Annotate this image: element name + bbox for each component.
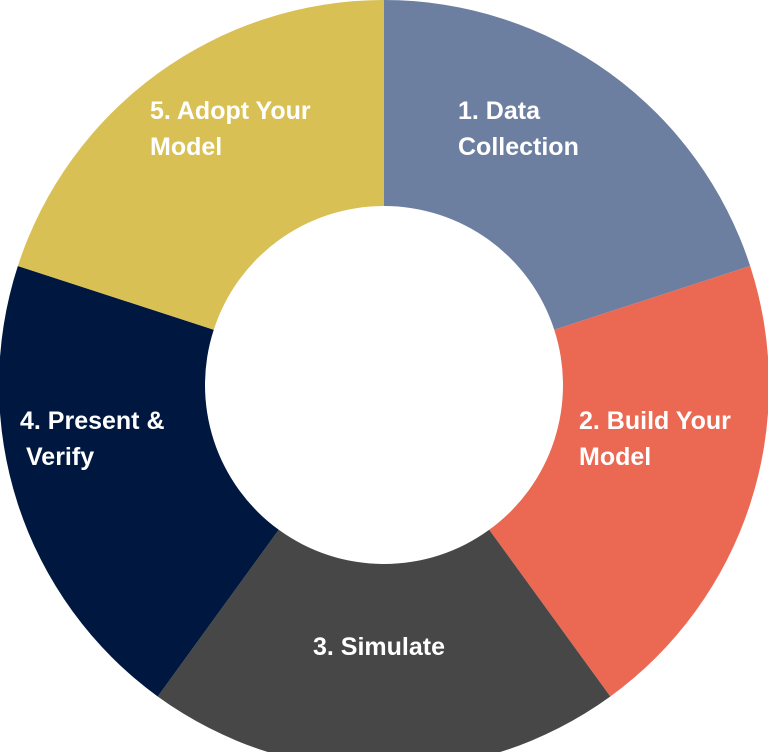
label-present-verify: 4. Present & Verify <box>20 403 165 475</box>
label-line-1: 1. Data <box>458 97 540 125</box>
label-build-your-model: 2. Build Your Model <box>579 403 731 475</box>
label-line-1: 2. Build Your <box>579 407 731 435</box>
label-adopt-your-model: 5. Adopt Your Model <box>150 93 311 165</box>
label-line-2: Model <box>579 443 652 471</box>
label-line-1: 4. Present & <box>20 407 165 435</box>
label-line-2: Model <box>150 133 223 161</box>
label-simulate: 3. Simulate <box>313 629 445 665</box>
label-data-collection: 1. Data Collection <box>458 93 579 165</box>
label-line-2: Verify <box>26 443 95 471</box>
segment-build-your-model <box>489 266 768 697</box>
label-line-2: Collection <box>458 133 579 161</box>
segment-adopt-your-model <box>17 0 385 330</box>
label-line-1: 5. Adopt Your <box>150 97 311 125</box>
label-line-1: 3. Simulate <box>313 633 445 661</box>
segment-simulate <box>157 529 611 752</box>
segment-present-verify <box>0 266 279 697</box>
segment-data-collection <box>384 0 751 330</box>
